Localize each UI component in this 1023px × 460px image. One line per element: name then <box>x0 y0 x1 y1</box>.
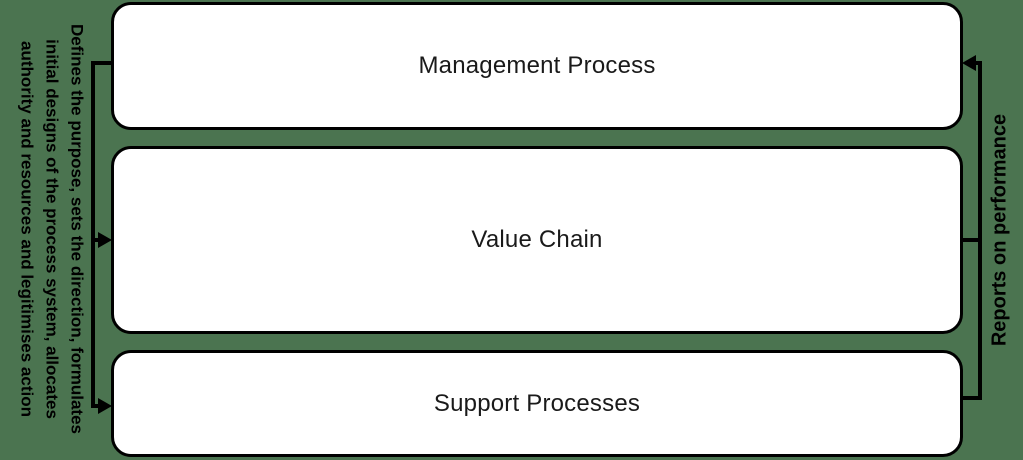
management-process-box: Management Process <box>111 2 963 130</box>
right-annotation: Reports on performance <box>989 100 1012 360</box>
left-annotation-line: authority and resources and legitimises … <box>17 41 37 417</box>
right-annotation-text: Reports on performance <box>988 113 1011 347</box>
right-trunk-line <box>962 61 982 400</box>
left-annotation-line: Defines the purpose, sets the direction,… <box>67 24 87 434</box>
left-annotation-line: initial designs of the process system, a… <box>42 39 62 419</box>
left-trunk-line <box>91 61 112 408</box>
value-chain-box: Value Chain <box>111 146 963 334</box>
left-annotation: Defines the purpose, sets the direction,… <box>15 0 90 460</box>
support-processes-label: Support Processes <box>433 389 641 417</box>
management-process-label: Management Process <box>418 52 656 79</box>
arrow-right-into-support-icon <box>98 398 112 414</box>
support-processes-box: Support Processes <box>111 350 963 457</box>
arrow-left-into-management-icon <box>962 55 976 71</box>
value-chain-label: Value Chain <box>471 226 603 253</box>
arrow-right-into-value-chain-icon <box>98 232 112 248</box>
